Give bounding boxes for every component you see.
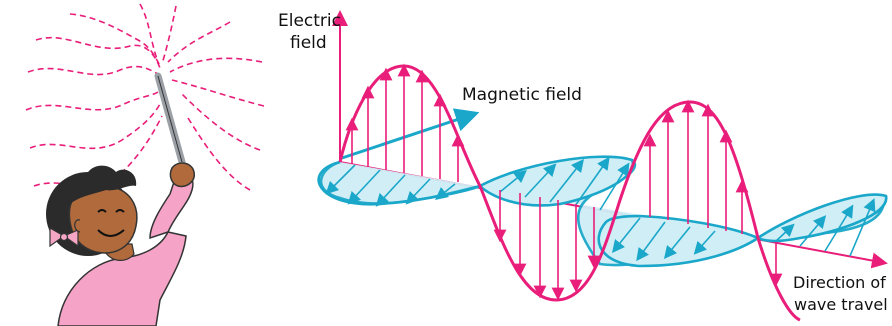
electric-field-label-line2: field — [290, 33, 327, 53]
electric-wave — [338, 63, 801, 322]
shirt — [57, 231, 187, 326]
direction-label-line1: Direction of — [793, 273, 886, 292]
electric-field-label-line1: Electric — [278, 11, 341, 31]
hand — [169, 162, 195, 188]
hair-bow — [49, 226, 79, 248]
magnetic-wave — [317, 155, 888, 268]
direction-label-line2: wave travel — [794, 295, 888, 314]
radiating-waves — [25, 3, 265, 191]
magnetic-pointer-arrow — [341, 108, 480, 160]
child-illustration — [46, 72, 195, 326]
magnetic-field-label: Magnetic field — [462, 85, 582, 105]
